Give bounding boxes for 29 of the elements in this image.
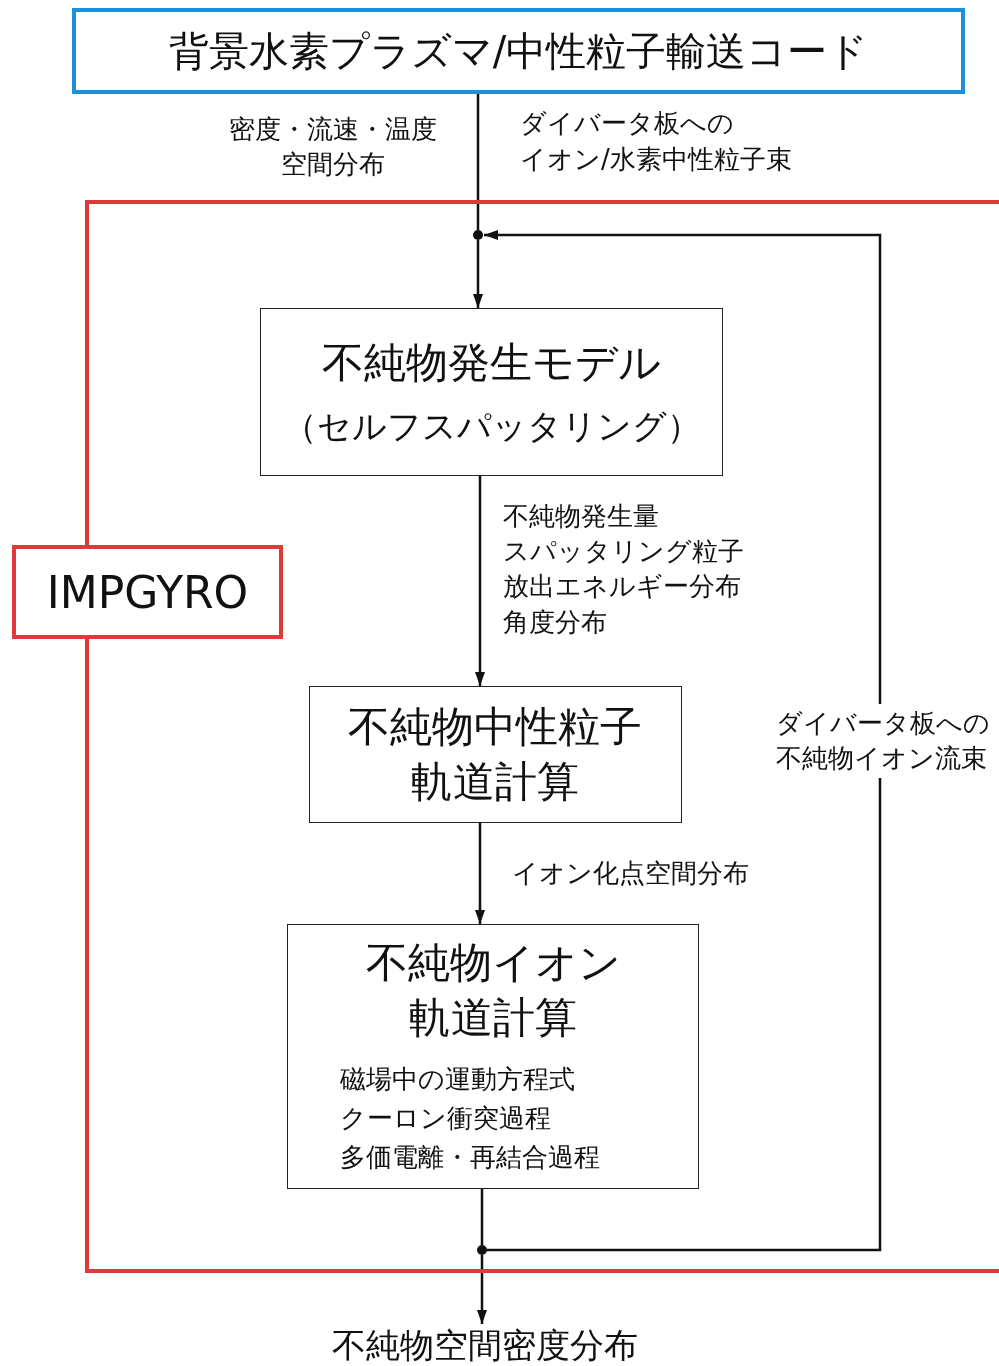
flow-label: 不純物発生量 [503,500,659,533]
flow-label: 放出エネルギー分布 [503,570,741,603]
junction-dot [477,1245,487,1255]
title-text: 背景水素プラズマ/中性粒子輸送コード [168,27,869,76]
flow-label: 空間分布 [279,148,386,181]
flow-label: 密度・流速・温度 [227,113,438,146]
body-line: クーロン衝突過程 [340,1101,551,1135]
flow-label: イオン/水素中性粒子束 [520,143,792,176]
title-box [72,8,965,94]
flow-label: 角度分布 [503,606,607,639]
process-box [260,308,723,476]
box-title: 不純物イオン軌道計算 [364,937,622,1044]
flow-label: ダイバータ板への [520,107,734,140]
arrow [473,240,483,308]
arrow [477,1255,487,1324]
body-line: 多価電離・再結合過程 [340,1140,600,1174]
junction-dot [473,230,483,240]
box-title: 不純物発生モデル [322,336,661,389]
process-box [287,924,699,1189]
box-subtitle: （セルフスパッタリング） [282,405,701,449]
body-line: 磁場中の運動方程式 [340,1062,575,1096]
module-label: IMPGYRO [12,545,283,639]
flow-label: スパッタリング粒子 [503,535,744,568]
process-box [309,686,682,823]
result-text: 不純物空間密度分布 [332,1323,638,1366]
box-title: 不純物中性粒子軌道計算 [347,700,644,808]
arrow [475,476,485,686]
arrow [484,230,882,1252]
arrow [475,823,485,924]
